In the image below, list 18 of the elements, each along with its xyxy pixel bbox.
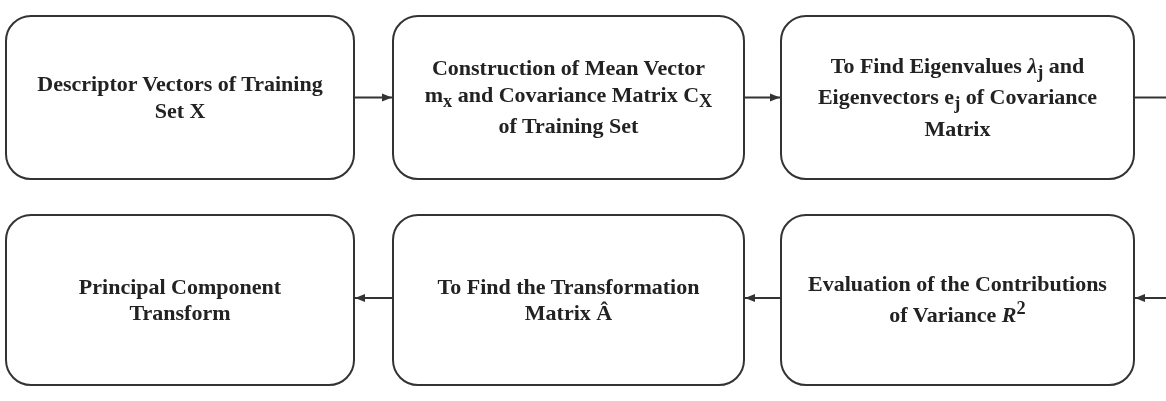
box-text: To Find the Transformation Matrix Â <box>436 273 701 327</box>
box-text: Descriptor Vectors of Training Set X <box>36 71 324 124</box>
process-box <box>5 15 355 180</box>
process-box <box>5 214 355 386</box>
box-text: Construction of Mean Vector m$_{x}$ and Covariance Matrix C$_{X}$ of Training Set <box>423 55 714 140</box>
process-box <box>780 15 1135 180</box>
arrow <box>744 294 781 302</box>
box-text: Principal Component Transform <box>77 273 283 327</box>
connector-line <box>1134 96 1166 99</box>
process-box <box>392 214 745 386</box>
arrow <box>354 294 393 302</box>
box-text: Evaluation of the Contributions of Variance R$^{2}$ <box>807 271 1108 329</box>
arrow <box>744 93 781 102</box>
box-text: To Find Eigenvalues λ$_{j}$ and Eigenvectors e$_{j}$ of Covariance Matrix <box>816 52 1099 143</box>
process-box <box>780 214 1135 386</box>
process-box <box>392 15 745 180</box>
arrow <box>354 93 393 102</box>
arrow <box>1134 294 1166 302</box>
